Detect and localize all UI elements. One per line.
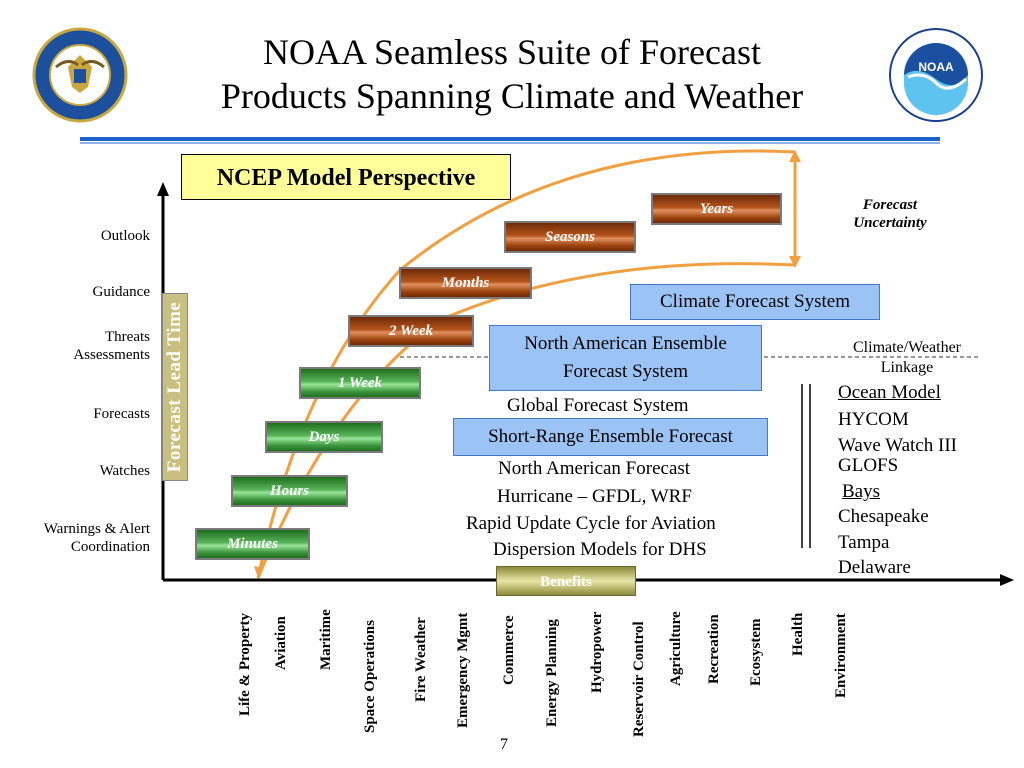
doc-seal-logo: [32, 27, 128, 123]
ocean-hycom: HYCOM: [838, 409, 909, 430]
y-level-threats: Threats Assessments: [73, 329, 150, 363]
forecast-lead-time-axis-title: Forecast Lead Time: [162, 293, 188, 481]
benefit-category: Maritime: [318, 609, 334, 670]
benefit-category: Recreation: [706, 614, 722, 684]
page-number: 7: [500, 736, 508, 753]
time-box-months: Months: [399, 267, 532, 299]
benefits-label: Benefits: [496, 566, 636, 596]
bays-heading: Bays: [842, 481, 880, 502]
benefit-category: Aviation: [273, 616, 289, 670]
benefit-category: Environment: [833, 613, 849, 698]
y-level-outlook: Outlook: [100, 228, 150, 244]
y-level-warnings: Warnings & Alert Coordination: [43, 521, 150, 555]
forecast-uncertainty-label: Forecast Uncertainty: [853, 197, 927, 231]
y-level-guidance: Guidance: [92, 284, 150, 300]
benefit-category: Health: [790, 612, 806, 656]
benefit-category: Agriculture: [668, 611, 684, 686]
bay-delaware: Delaware: [838, 557, 911, 578]
time-box-minutes: Minutes: [195, 528, 310, 560]
climate-weather-linkage-label: Climate/Weather Linkage: [853, 339, 961, 376]
time-box-hours: Hours: [231, 475, 348, 507]
time-box-2-week: 2 Week: [348, 315, 474, 347]
title-line-1: NOAA Seamless Suite of Forecast: [263, 32, 761, 72]
benefit-category: Space Operations: [362, 620, 378, 733]
model-north-american-forecast: North American Forecast: [498, 458, 691, 479]
noaa-logo-text: NOAA: [918, 60, 954, 74]
benefit-category: Life & Property: [237, 612, 253, 716]
model-hurricane: Hurricane – GFDL, WRF: [497, 486, 692, 507]
global-forecast-system-text: Global Forecast System: [507, 395, 689, 416]
y-level-forecasts: Forecasts: [93, 406, 150, 422]
ocean-wave-watch: Wave Watch III: [838, 435, 957, 456]
time-box-seasons: Seasons: [504, 221, 636, 253]
title-divider-light: [80, 142, 940, 144]
page-title: NOAA Seamless Suite of Forecast Products…: [0, 30, 1024, 118]
benefit-category: Reservoir Control: [631, 621, 647, 737]
y-level-watches: Watches: [99, 463, 150, 479]
benefit-category: Emergency Mgmt: [455, 612, 471, 728]
benefit-category: Fire Weather: [413, 617, 429, 702]
benefit-category: Hydropower: [589, 611, 605, 693]
ocean-glofs: GLOFS: [838, 455, 899, 476]
benefit-category: Ecosystem: [748, 618, 764, 687]
title-divider: [80, 137, 940, 141]
benefit-category: Energy Planning: [544, 619, 560, 727]
climate-forecast-system-box: Climate Forecast System: [630, 284, 880, 320]
benefit-category: Commerce: [501, 615, 517, 685]
time-box-days: Days: [265, 421, 383, 453]
time-box-years: Years: [651, 193, 782, 225]
bay-chesapeake: Chesapeake: [838, 506, 929, 527]
noaa-logo: NOAA: [888, 27, 984, 123]
model-rapid-update-cycle: Rapid Update Cycle for Aviation: [466, 513, 716, 534]
short-range-ensemble-box: Short-Range Ensemble Forecast: [453, 418, 768, 456]
title-line-2: Products Spanning Climate and Weather: [220, 76, 804, 116]
bay-tampa: Tampa: [838, 532, 890, 553]
north-american-ensemble-box: North American Ensemble Forecast System: [489, 325, 762, 391]
model-dispersion: Dispersion Models for DHS: [493, 539, 707, 560]
time-box-1-week: 1 Week: [299, 367, 421, 399]
ocean-model-heading: Ocean Model: [838, 382, 941, 403]
ncep-model-perspective-label: NCEP Model Perspective: [181, 154, 511, 200]
